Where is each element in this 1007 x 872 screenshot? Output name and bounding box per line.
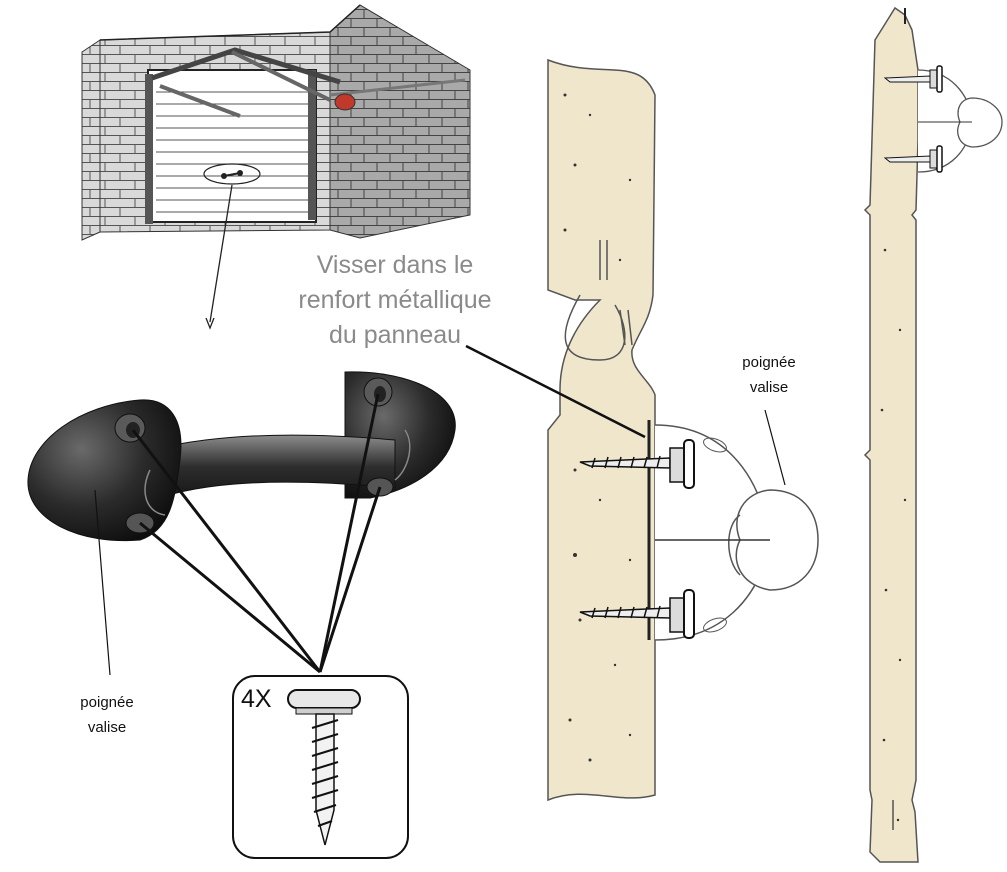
screw-box (232, 675, 409, 859)
panel-section-detail (547, 58, 819, 802)
handle-label-right-line-1: poignée (742, 354, 796, 371)
instruction-line-3: du panneau (328, 321, 462, 349)
handle-left-leader (94, 489, 111, 676)
handle-label-left-line-1: poignée (80, 694, 134, 711)
handle-label-left-line-2: valise (87, 719, 127, 736)
handle-label-right-line-2: valise (749, 379, 789, 396)
handle-label-right: poignée valise (724, 350, 814, 400)
screw-icon (287, 689, 361, 846)
instruction-line-2: renfort métallique (298, 286, 492, 314)
screw-quantity-label: 4X (241, 685, 272, 713)
full-panel-side-view (863, 6, 1003, 863)
instruction-leader (465, 344, 646, 439)
handle-label-left: poignée valise (62, 690, 152, 740)
screw-leader-lines (131, 393, 382, 674)
instruction-text: Visser dans le renfort métallique du pan… (290, 248, 500, 353)
garage-door-icon (81, 4, 471, 241)
zoom-arrow (209, 184, 233, 323)
suitcase-handle-icon (27, 371, 456, 542)
instruction-line-1: Visser dans le (316, 251, 474, 279)
handle-right-leader (764, 409, 786, 486)
